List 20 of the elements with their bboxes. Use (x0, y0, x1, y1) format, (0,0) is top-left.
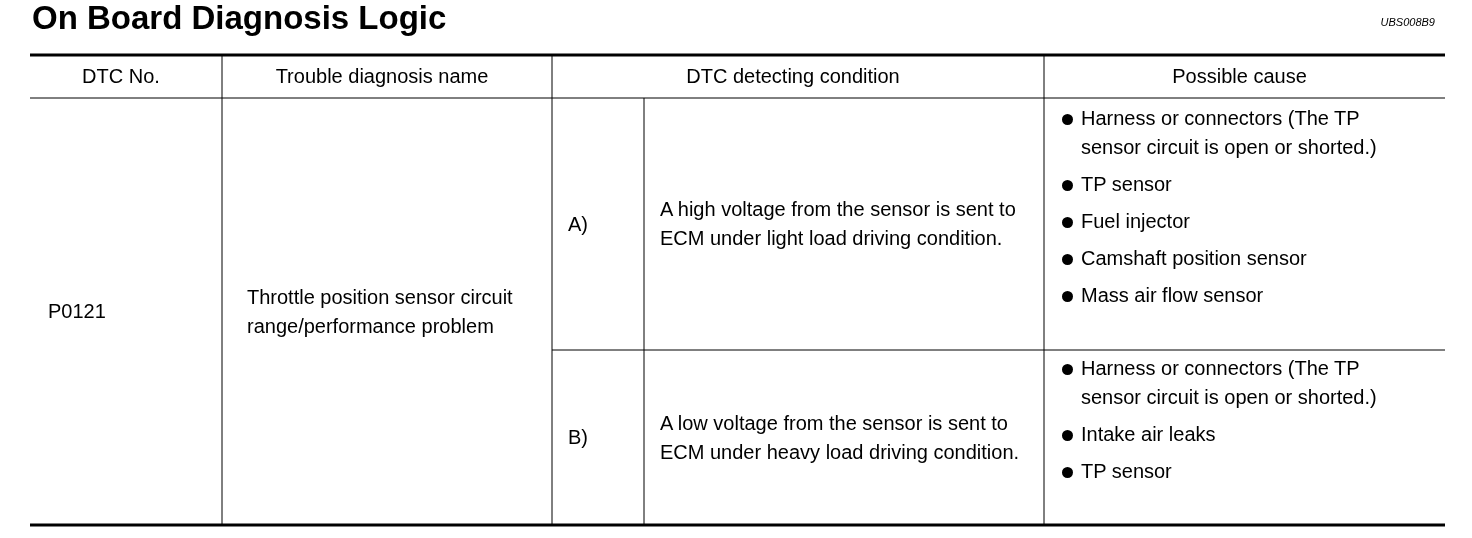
condition-letter: A) (568, 211, 588, 237)
column-header: DTC detecting condition (686, 64, 900, 89)
column-header: Trouble diagnosis name (275, 64, 489, 89)
cause-item: TP sensor (1081, 460, 1172, 482)
cause-item: Harness or connectors (The TP sensor circuit is open or shorted.) (1081, 357, 1377, 408)
condition-text: A high voltage from the sensor is sent to ECM under light load driving condition. (660, 197, 1017, 251)
column-header: Possible cause (1172, 64, 1307, 89)
cause-item: Camshaft position sensor (1081, 247, 1307, 269)
condition-text: A low voltage from the sensor is sent to ECM under heavy load driving condition. (660, 410, 1021, 465)
cause-item: Fuel injector (1081, 210, 1190, 232)
condition-letter: B) (568, 425, 588, 450)
cause-item: Mass air flow sensor (1081, 284, 1264, 306)
page-title: On Board Diagnosis Logic (32, 0, 447, 38)
cause-item: Intake air leaks (1081, 423, 1216, 445)
dtc-code: P0121 (48, 299, 106, 324)
diagnosis-name: Throttle position sensor circuit range/performance problem (247, 284, 514, 339)
reference-code: UBS008B9 (1380, 15, 1435, 29)
column-header: DTC No. (82, 64, 160, 89)
cause-item: Harness or connectors (The TP sensor circuit is open or shorted.) (1081, 107, 1377, 158)
cause-item: TP sensor (1081, 173, 1172, 195)
